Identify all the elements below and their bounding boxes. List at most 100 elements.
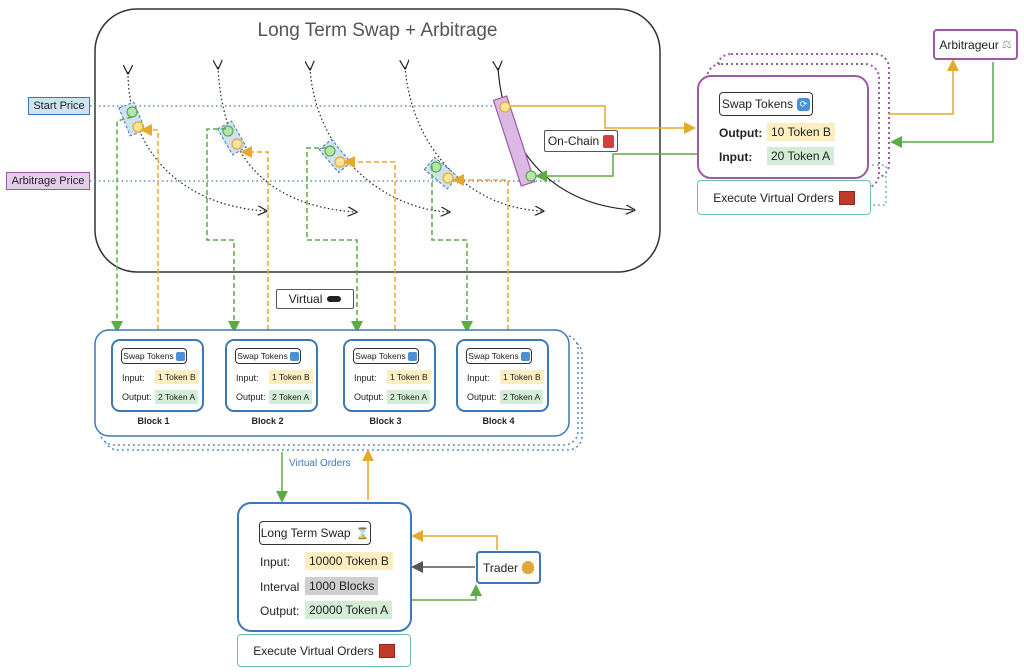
curve-point-pair-3 xyxy=(318,138,352,174)
swap-to-arbitrageur-arrow xyxy=(888,59,959,115)
fuel-pump-icon xyxy=(603,134,615,148)
block-input-label: Input: xyxy=(122,373,145,383)
money-bag-icon xyxy=(521,561,534,574)
block-output-value: 2 Token A xyxy=(500,390,544,404)
block-output-value: 2 Token A xyxy=(269,390,313,404)
swap-panel: Swap Tokens ⟳ Output: 10 Token B Input: … xyxy=(697,75,869,179)
lts-output-value: 20000 Token A xyxy=(305,601,393,619)
scales-icon: ⚖ xyxy=(1001,39,1012,51)
green-link-2 xyxy=(206,128,240,333)
block-swap-tokens-title: Swap Tokens xyxy=(235,348,301,364)
orange-link-4 xyxy=(452,174,509,330)
swap-arrows-icon: ⟳ xyxy=(797,97,811,111)
swap-arrows-icon xyxy=(520,351,530,361)
lts-title-text: Long Term Swap xyxy=(260,526,351,540)
brick-icon xyxy=(838,190,855,205)
hourglass-icon: ⌛ xyxy=(355,527,370,540)
start-price-text: Start Price xyxy=(33,100,85,112)
on-chain-label: On-Chain xyxy=(544,130,618,152)
arbitrage-price-label: Arbitrage Price xyxy=(6,172,90,190)
block-input-label: Input: xyxy=(236,373,259,383)
price-curve-2 xyxy=(218,67,355,212)
execute-virtual-orders-top-text: Execute Virtual Orders xyxy=(713,190,834,205)
block-input-value: 1 Token B xyxy=(500,370,544,384)
block-name-2: Block 2 xyxy=(251,416,284,426)
virtual-text: Virtual xyxy=(288,292,323,306)
swap-panel-input-value: 20 Token A xyxy=(767,147,835,165)
block-output-value: 2 Token A xyxy=(387,390,431,404)
lts-to-trader-green-arrow xyxy=(412,584,482,601)
cloud-icon xyxy=(327,296,342,302)
block-swap-tokens-title: Swap Tokens xyxy=(121,348,187,364)
block-swap-tokens-title: Swap Tokens xyxy=(466,348,532,364)
trader-text: Trader xyxy=(483,560,518,575)
block-input-label: Input: xyxy=(354,373,377,383)
lts-output-label: Output: xyxy=(260,604,300,618)
green-link-3 xyxy=(306,147,363,333)
block-swap-tokens-title: Swap Tokens xyxy=(353,348,419,364)
trader-to-lts-orange-arrow xyxy=(411,530,498,550)
lts-interval-value: 1000 Blocks xyxy=(305,577,379,595)
block-output-label: Output: xyxy=(467,392,497,402)
block-swap-tokens-title-text: Swap Tokens xyxy=(237,351,288,361)
block-input-value: 1 Token B xyxy=(155,370,199,384)
block-output-label: Output: xyxy=(122,392,152,402)
block-input-value: 1 Token B xyxy=(387,370,431,384)
green-link-1 xyxy=(111,116,133,333)
execute-stack-outline xyxy=(872,164,887,206)
orange-link-2 xyxy=(240,146,269,330)
virtual-orders-label: Virtual Orders xyxy=(289,458,351,469)
block-input-label: Input: xyxy=(467,373,490,383)
execute-virtual-orders-top: Execute Virtual Orders xyxy=(697,180,871,215)
swap-panel-input-label: Input: xyxy=(719,150,753,164)
swap-panel-title-text: Swap Tokens xyxy=(721,97,794,111)
swap-panel-output-value: 10 Token B xyxy=(767,123,835,141)
swap-arrows-icon xyxy=(289,351,299,361)
block-name-3: Block 3 xyxy=(369,416,402,426)
start-price-label: Start Price xyxy=(28,97,90,115)
lts-input-label: Input: xyxy=(260,555,291,569)
arbitrageur-text: Arbitrageur xyxy=(939,37,999,52)
block-output-label: Output: xyxy=(354,392,384,402)
arbitrage-price-text: Arbitrage Price xyxy=(11,175,85,187)
onchain-to-swap-arrow xyxy=(510,105,696,134)
brick-icon xyxy=(378,643,395,658)
block-swap-tokens-title-text: Swap Tokens xyxy=(123,351,174,361)
orange-link-1 xyxy=(140,124,159,330)
on-chain-text: On-Chain xyxy=(547,134,600,148)
blocks-container xyxy=(94,329,570,437)
swap-arrows-icon xyxy=(175,351,185,361)
arbitrageur-to-swap-arrow xyxy=(890,62,994,148)
swap-to-onchain-arrow xyxy=(535,153,697,182)
execute-virtual-orders-bottom-text: Execute Virtual Orders xyxy=(253,643,374,658)
main-title: Long Term Swap + Arbitrage xyxy=(257,20,498,41)
swap-arrows-icon xyxy=(407,351,417,361)
block-name-1: Block 1 xyxy=(137,416,170,426)
swap-panel-title: Swap Tokens ⟳ xyxy=(719,92,813,116)
block-input-value: 1 Token B xyxy=(269,370,313,384)
lts-title: Long Term Swap ⌛ xyxy=(259,521,371,545)
green-link-4 xyxy=(431,166,473,333)
lts-interval-label: Interval xyxy=(260,580,300,594)
swap-panel-output-label: Output: xyxy=(719,126,763,140)
lts-input-value: 10000 Token B xyxy=(305,552,393,570)
lts-panel: Long Term Swap ⌛ Input: 10000 Token B In… xyxy=(237,502,412,632)
block-output-label: Output: xyxy=(236,392,266,402)
trader-box: Trader xyxy=(476,551,541,584)
price-curve-4 xyxy=(405,67,542,211)
price-curve-1 xyxy=(128,72,265,211)
block-output-value: 2 Token A xyxy=(155,390,199,404)
curve-point-pair-4 xyxy=(423,156,459,190)
arbitrageur-box: Arbitrageur ⚖ xyxy=(933,29,1018,60)
virtual-label: Virtual xyxy=(276,289,354,309)
orange-link-3 xyxy=(343,156,396,330)
block-swap-tokens-title-text: Swap Tokens xyxy=(468,351,519,361)
block-name-4: Block 4 xyxy=(482,416,515,426)
block-swap-tokens-title-text: Swap Tokens xyxy=(355,351,406,361)
execute-virtual-orders-bottom: Execute Virtual Orders xyxy=(237,634,411,667)
onchain-point-band xyxy=(492,95,537,187)
